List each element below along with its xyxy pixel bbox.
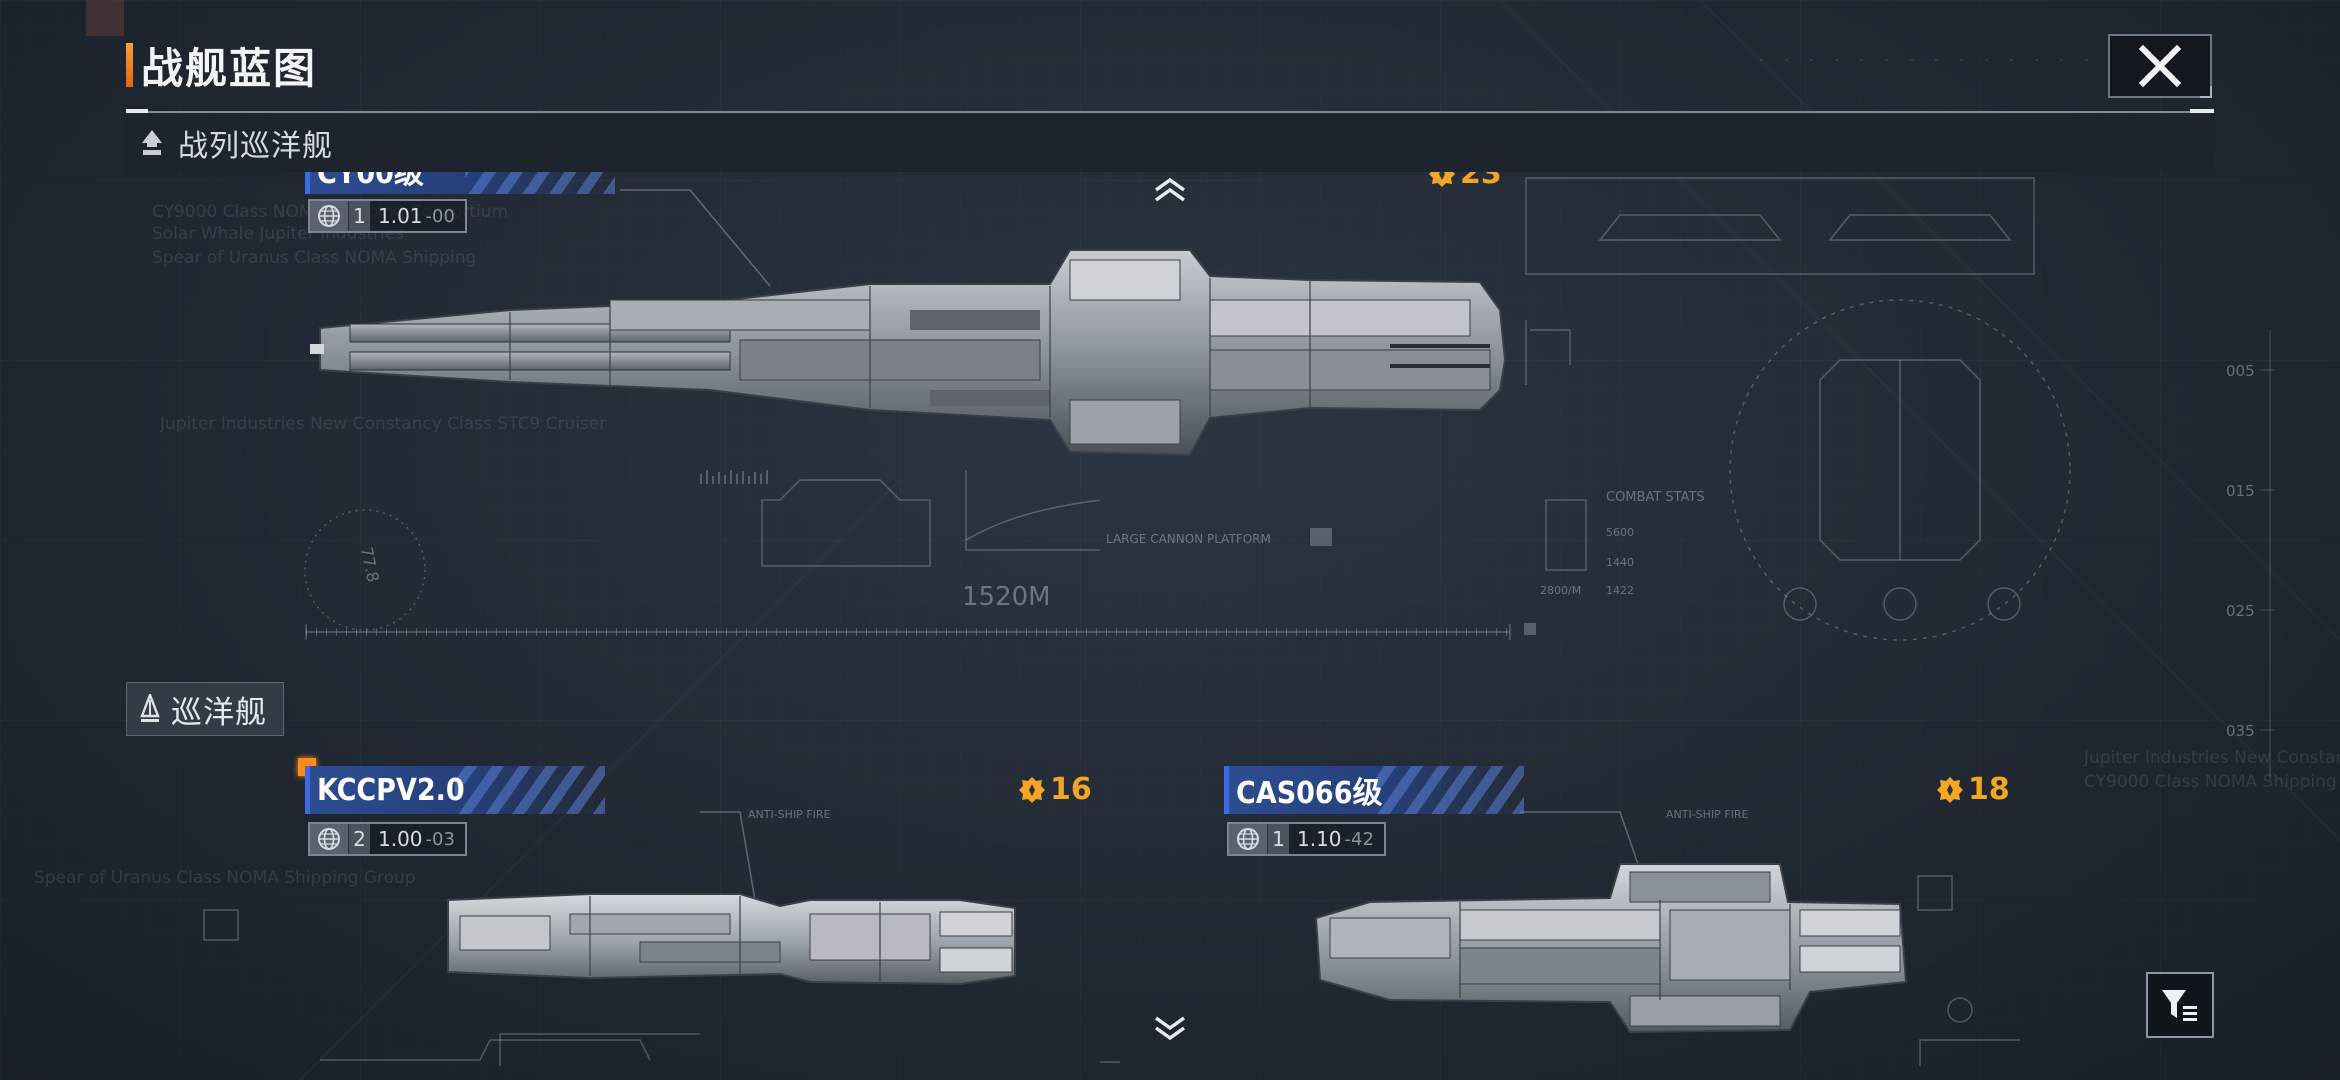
kccpv-hull: [447, 893, 1016, 986]
title-accent-bar: [126, 43, 133, 87]
ship-version-sub: -42: [1344, 828, 1374, 850]
ruler-label: 005: [2226, 362, 2255, 380]
globe-icon: [310, 201, 348, 231]
ship-version-sub: -03: [425, 828, 455, 850]
ship-version-main: 1.10: [1297, 827, 1342, 851]
battlecruiser-hull: [310, 249, 1507, 457]
header-divider: [126, 111, 2214, 113]
ship-info-number: 2: [348, 824, 370, 854]
ship-version: 1.01-00: [370, 201, 465, 231]
ship-name: CAS066级: [1236, 776, 1383, 811]
stat-value: 1440: [1606, 556, 1634, 569]
ship-cost: 16: [1018, 772, 1092, 807]
stats-title: COMBAT STATS: [1606, 490, 1705, 505]
ship-info-number: 1: [1267, 824, 1289, 854]
divider-tick-left: [126, 109, 148, 113]
ship-version-main: 1.01: [378, 204, 423, 228]
ship-info-box: 1 1.10-42: [1227, 822, 1386, 856]
chevron-up-icon[interactable]: [1150, 176, 1190, 204]
ship-info-number: 1: [348, 201, 370, 231]
blueprint-code: 2800/M: [1540, 584, 1582, 597]
ship-name: KCCPV2.0: [317, 772, 465, 808]
faint-caption: CY9000 Class NOMA Shipping Gro: [2084, 772, 2340, 792]
stat-value: 1422: [1606, 584, 1634, 597]
cas066-hull: [1314, 863, 1908, 1034]
category-label: 战列巡洋舰: [178, 129, 333, 164]
platform-label: LARGE CANNON PLATFORM: [1106, 532, 1271, 546]
name-bar-stripes: [1374, 766, 1524, 814]
chevron-down-icon[interactable]: [1150, 1014, 1190, 1042]
faint-caption: Jupiter Industries New Constant: [2084, 748, 2340, 768]
globe-icon: [1229, 824, 1267, 854]
ship-name-bar[interactable]: KCCPV2.0: [305, 766, 605, 814]
coin-icon: [1937, 776, 1963, 803]
section-label: 巡洋舰: [171, 694, 267, 731]
category-bar[interactable]: 战列巡洋舰: [126, 114, 2214, 172]
header: 战舰蓝图: [126, 40, 317, 93]
divider-tick-right: [2190, 109, 2214, 113]
name-bar-stripes: [455, 766, 605, 814]
faint-caption: Spear of Uranus Class NOMA Shipping Grou…: [34, 868, 416, 888]
ruler-label: 015: [2226, 482, 2255, 500]
globe-icon: [310, 824, 348, 854]
ship-cost: 18: [1936, 772, 2010, 807]
length-label: 1520M: [962, 582, 1051, 612]
close-icon: [2138, 44, 2182, 88]
section-header-cruiser: 巡洋舰: [126, 682, 284, 736]
ruler-label: 025: [2226, 602, 2255, 620]
faint-caption: Jupiter Industries New Constancy Class S…: [160, 414, 607, 434]
ship-version: 1.10-42: [1289, 824, 1384, 854]
ruler-label: 035: [2226, 722, 2255, 740]
stat-value: 5600: [1606, 526, 1634, 539]
ship-cost-value: 18: [1968, 772, 2010, 807]
ship-name-bar[interactable]: CAS066级: [1224, 766, 1524, 814]
ship-info-box: 2 1.00-03: [308, 822, 467, 856]
faint-caption: Spear of Uranus Class NOMA Shipping: [152, 248, 477, 268]
scale-ruler: [306, 628, 1510, 636]
ship-version-sub: -00: [425, 205, 455, 227]
page-title: 战舰蓝图: [141, 43, 318, 93]
cruiser-icon: [140, 694, 160, 722]
coin-icon: [1019, 776, 1045, 803]
filter-icon: [2162, 990, 2197, 1021]
close-button[interactable]: [2108, 34, 2212, 98]
annotation-label: ANTI-SHIP FIRE: [748, 808, 831, 821]
ship-version: 1.00-03: [370, 824, 465, 854]
ship-version-main: 1.00: [378, 827, 423, 851]
filter-button[interactable]: [2146, 972, 2214, 1038]
annotation-label: ANTI-SHIP FIRE: [1666, 808, 1749, 821]
battlecruiser-icon: [142, 130, 162, 155]
ship-cost-value: 16: [1050, 772, 1092, 807]
ship-info-box: 1 1.01-00: [308, 199, 467, 233]
